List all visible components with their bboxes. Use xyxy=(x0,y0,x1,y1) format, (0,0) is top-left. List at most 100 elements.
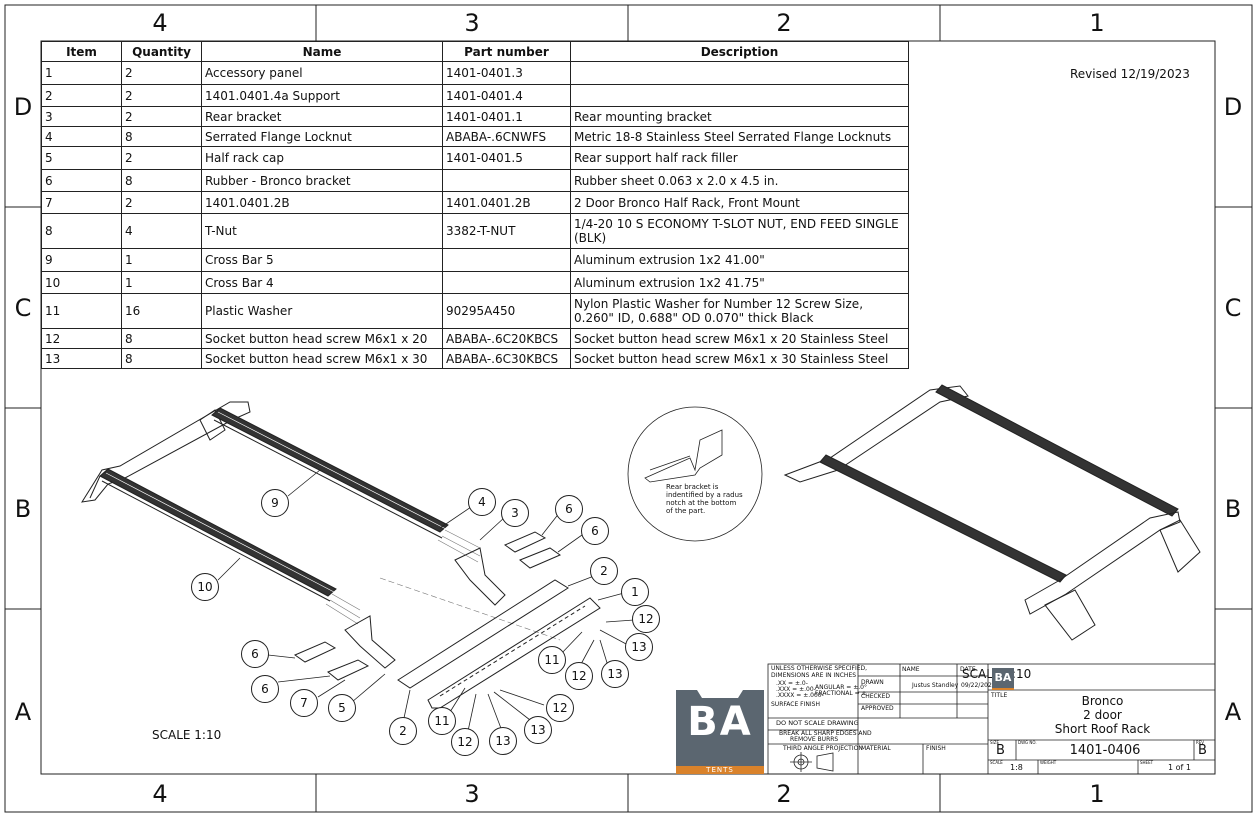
bom-header-row: Item Quantity Name Part number Descripti… xyxy=(41,41,909,62)
bom-cell-item: 6 xyxy=(41,169,122,192)
zone-col-1-top: 1 xyxy=(1089,9,1105,37)
balloon-b13b: 13 xyxy=(601,660,629,688)
size-label: SIZE xyxy=(990,740,999,745)
bom-cell-quantity: 8 xyxy=(121,169,202,192)
bom-cell-item: 12 xyxy=(41,328,122,349)
bom-cell-name: Accessory panel xyxy=(201,61,443,85)
zone-row-a-left: A xyxy=(14,698,32,726)
detail-view xyxy=(627,406,763,542)
bom-cell-name: 1401.0401.4a Support xyxy=(201,84,443,107)
zone-row-b-left: B xyxy=(14,495,32,523)
zone-col-4-bottom: 4 xyxy=(152,780,168,808)
drawn-date: 09/22/2022 xyxy=(961,682,996,689)
zone-row-d-left: D xyxy=(13,93,33,121)
cross-bar-10 xyxy=(99,468,337,602)
balloon-b5: 5 xyxy=(328,694,356,722)
checked-label: CHECKED xyxy=(861,693,891,700)
bom-cell-name: Rear bracket xyxy=(201,106,443,127)
exploded-view xyxy=(80,401,635,732)
balloon-b12b: 12 xyxy=(565,662,593,690)
size-value: B xyxy=(996,743,1005,758)
title-line-1: Bronco xyxy=(1081,694,1124,708)
bom-cell-quantity: 2 xyxy=(121,191,202,214)
balloon-b7: 7 xyxy=(290,689,318,717)
bom-cell-part-number xyxy=(442,271,571,294)
bom-cell-part-number: ABABA-.6C20KBCS xyxy=(442,328,571,349)
balloon-b9: 9 xyxy=(261,489,289,517)
rev-label: REV xyxy=(1196,740,1205,745)
bom-cell-name: T-Nut xyxy=(201,213,443,249)
bom-cell-description: Socket button head screw M6x1 x 20 Stain… xyxy=(570,328,909,349)
logo-sub: TENTS xyxy=(706,766,734,774)
material-label: MATERIAL xyxy=(861,745,891,752)
bom-cell-description: Socket button head screw M6x1 x 30 Stain… xyxy=(570,348,909,369)
balloon-b13d: 13 xyxy=(524,716,552,744)
bom-cell-quantity: 1 xyxy=(121,248,202,272)
bom-cell-part-number: 1401-0401.5 xyxy=(442,146,571,170)
bom-cell-item: 3 xyxy=(41,106,122,127)
zone-row-b-right: B xyxy=(1224,495,1242,523)
bom-cell-description: Aluminum extrusion 1x2 41.00" xyxy=(570,248,909,272)
fractional-tolerance: FRACTIONAL = ± xyxy=(815,690,867,697)
bom-header-quantity: Quantity xyxy=(121,41,202,62)
surface-finish: SURFACE FINISH xyxy=(771,701,820,708)
scale-note: SCALE 1:10 xyxy=(152,728,222,742)
balloon-b4: 4 xyxy=(468,488,496,516)
bom-cell-quantity: 4 xyxy=(121,213,202,249)
bom-cell-description: Rubber sheet 0.063 x 2.0 x 4.5 in. xyxy=(570,169,909,192)
balloon-b12d: 12 xyxy=(546,694,574,722)
bom-cell-name: Plastic Washer xyxy=(201,293,443,329)
dwg-no-value: 1401-0406 xyxy=(1069,743,1141,758)
balloon-b6a: 6 xyxy=(555,495,583,523)
balloon-b12a: 12 xyxy=(632,605,660,633)
bom-cell-quantity: 2 xyxy=(121,106,202,127)
bom-cell-description: Metric 18-8 Stainless Steel Serrated Fla… xyxy=(570,126,909,147)
drawn-label: DRAWN xyxy=(861,679,884,686)
logo-letters: BA xyxy=(687,699,753,745)
bom-cell-name: Cross Bar 5 xyxy=(201,248,443,272)
balloon-b12c: 12 xyxy=(451,728,479,756)
bom-cell-item: 7 xyxy=(41,191,122,214)
angular-tolerance: ANGULAR = ±.0° xyxy=(815,684,867,691)
drawn-name: Justus Standley xyxy=(912,682,959,689)
tolerance-line-5: .XXXX = ±.000- xyxy=(776,692,824,699)
title-block-lines xyxy=(767,663,1216,775)
bom-cell-name: Rubber - Bronco bracket xyxy=(201,169,443,192)
bom-cell-quantity: 16 xyxy=(121,293,202,329)
break-edges-2: REMOVE BURRS xyxy=(790,736,839,743)
bom-header-item: Item xyxy=(41,41,122,62)
bom-cell-item: 10 xyxy=(41,271,122,294)
zone-col-4-top: 4 xyxy=(152,9,168,37)
bom-cell-description xyxy=(570,61,909,85)
date-label: DATE xyxy=(960,666,976,673)
bom-header-name: Name xyxy=(201,41,443,62)
bom-cell-quantity: 2 xyxy=(121,61,202,85)
approved-label: APPROVED xyxy=(861,705,894,712)
bom-cell-item: 8 xyxy=(41,213,122,249)
scale-label: SCALE xyxy=(990,760,1003,765)
bom-header-description: Description xyxy=(570,41,909,62)
zone-col-1-bottom: 1 xyxy=(1089,780,1105,808)
bom-cell-description: Nylon Plastic Washer for Number 12 Screw… xyxy=(570,293,909,329)
cross-bar-9 xyxy=(211,407,449,539)
balloon-b11a: 11 xyxy=(538,646,566,674)
balloon-b6d: 6 xyxy=(251,675,279,703)
bom-cell-part-number: ABABA-.6C30KBCS xyxy=(442,348,571,369)
bom-cell-quantity: 8 xyxy=(121,328,202,349)
bom-cell-description: Aluminum extrusion 1x2 41.75" xyxy=(570,271,909,294)
break-edges-1: BREAK ALL SHARP EDGES AND xyxy=(779,730,872,737)
projection-label: THIRD ANGLE PROJECTION xyxy=(783,745,863,752)
balloon-b6c: 6 xyxy=(241,640,269,668)
bom-cell-part-number xyxy=(442,169,571,192)
bom-cell-quantity: 8 xyxy=(121,126,202,147)
bom-cell-part-number: 1401-0401.1 xyxy=(442,106,571,127)
bom-cell-quantity: 8 xyxy=(121,348,202,369)
balloon-b10: 10 xyxy=(191,573,219,601)
bom-cell-name: Half rack cap xyxy=(201,146,443,170)
bom-cell-description xyxy=(570,84,909,107)
